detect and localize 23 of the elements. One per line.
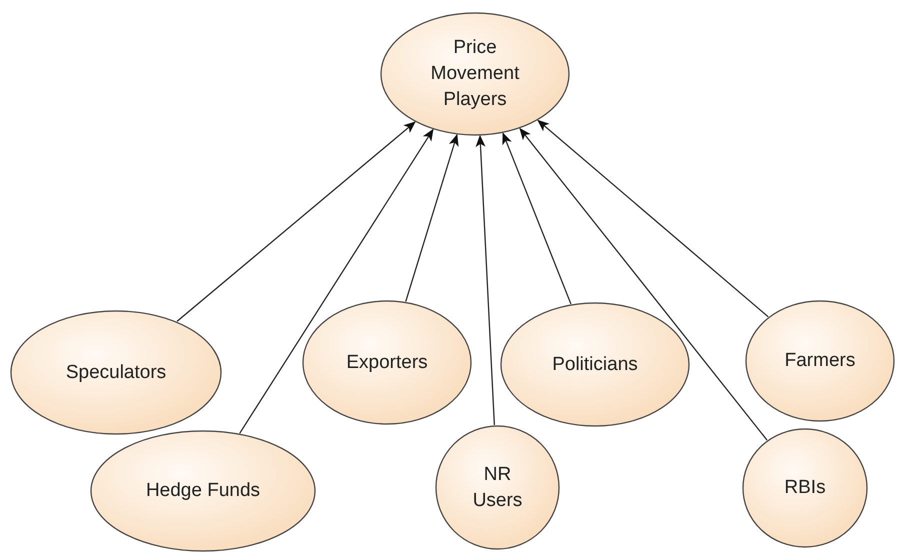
node-label: Price Movement Players (430, 36, 520, 112)
arrow (176, 121, 416, 322)
ellipse-node (500, 302, 690, 427)
arrow (519, 128, 768, 440)
node-label: Hedge Funds (144, 479, 262, 503)
ellipse-node (742, 428, 868, 548)
node-label: NR Users (472, 462, 524, 512)
arrow (476, 134, 495, 426)
node-label: RBIs (783, 476, 827, 500)
ellipse-node (90, 430, 316, 552)
ellipse-node (302, 300, 472, 425)
node-label: Politicians (551, 352, 639, 376)
arrow (405, 134, 459, 302)
ellipse-node (435, 425, 560, 550)
node-label: Speculators (64, 360, 168, 384)
arrow (239, 128, 434, 434)
arrow (502, 132, 572, 304)
node-label: Exporters (345, 350, 429, 374)
arrow (537, 120, 769, 318)
ellipse-node (380, 12, 570, 136)
node-label: Farmers (784, 349, 856, 373)
ellipse-node (745, 300, 895, 422)
ellipse-node (10, 310, 222, 435)
